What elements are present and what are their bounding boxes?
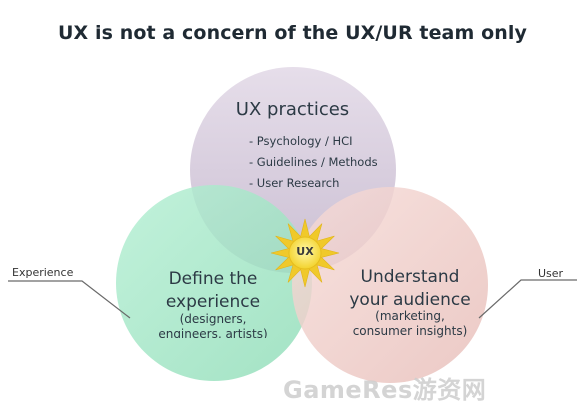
list-item: - Guidelines / Methods — [249, 155, 378, 169]
define-experience-subtitle: (designers, engineers, artists) — [138, 312, 288, 338]
ux-practices-title: UX practices — [235, 99, 350, 120]
subtitle-line: engineers, artists) — [158, 327, 268, 338]
experience-connector-line — [8, 280, 131, 319]
understand-audience-subtitle: (marketing, consumer insights) — [330, 309, 490, 339]
circle-define-experience — [116, 185, 312, 381]
subtitle-line: (designers, — [179, 312, 247, 326]
title-line: Understand — [360, 267, 460, 287]
experience-side-label: Experience — [12, 266, 74, 279]
list-item: - Psychology / HCI — [249, 134, 353, 148]
list-item: - User Research — [249, 176, 340, 190]
sun-icon — [270, 218, 340, 288]
title-line: your audience — [349, 290, 471, 310]
title-line: experience — [165, 292, 261, 312]
circle-understand-audience — [292, 187, 488, 383]
page-title: UX is not a concern of the UX/UR team on… — [58, 22, 527, 44]
user-connector-line — [478, 279, 577, 319]
understand-audience-title: Understand your audience — [330, 266, 490, 312]
user-side-label: User — [538, 267, 564, 280]
title-line: Define the — [168, 269, 258, 289]
subtitle-line: consumer insights) — [352, 324, 468, 338]
define-experience-title: Define the experience — [138, 268, 288, 314]
subtitle-line: (marketing, — [375, 309, 445, 323]
ux-badge-label: UX — [296, 245, 314, 258]
watermark: GameRes游资网 — [283, 376, 487, 404]
ux-practices-list: - Psychology / HCI - Guidelines / Method… — [249, 131, 378, 194]
